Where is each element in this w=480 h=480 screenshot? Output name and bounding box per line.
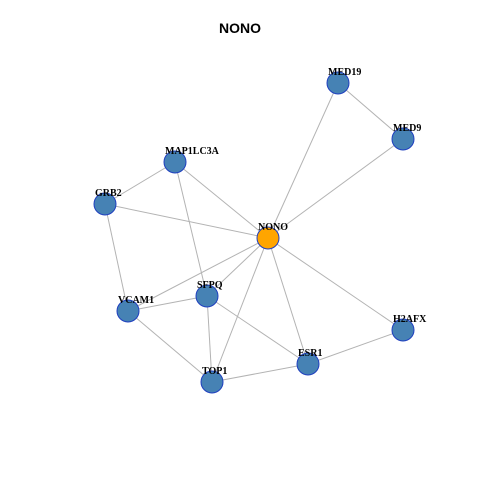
node-label-nono: NONO [258,222,288,233]
node-label-esr1: ESR1 [298,348,322,359]
node-med19 [326,71,350,95]
node-top1 [200,370,224,394]
node-esr1 [296,352,320,376]
node-h2afx [391,318,415,342]
edge-nono-top1 [211,237,269,383]
edge-map1lc3a-nono [174,161,269,239]
edge-map1lc3a-grb2 [104,161,176,205]
edge-map1lc3a-sfpq [174,161,208,297]
edge-med9-nono [267,138,404,239]
node-med9 [391,127,415,151]
edge-h2afx-esr1 [307,329,404,365]
edge-nono-esr1 [267,237,309,365]
node-grb2 [93,192,117,216]
edge-med19-nono [267,82,339,239]
diagram-title: NONO [219,20,261,36]
edge-nono-vcam1 [127,237,269,312]
node-label-top1: TOP1 [202,366,227,377]
node-nono [256,226,280,250]
node-label-med19: MED19 [328,67,361,78]
node-sfpq [195,284,219,308]
edge-sfpq-esr1 [206,295,309,365]
edge-grb2-vcam1 [104,203,129,312]
node-label-grb2: GRB2 [95,188,122,199]
node-label-med9: MED9 [393,123,421,134]
edge-sfpq-top1 [206,295,213,383]
node-label-sfpq: SFPQ [197,280,223,291]
node-label-map1lc3a: MAP1LC3A [165,146,220,157]
edge-esr1-top1 [211,363,309,383]
edge-med19-med9 [337,82,404,140]
edge-nono-sfpq [206,237,269,297]
node-vcam1 [116,299,140,323]
edge-grb2-nono [104,203,269,239]
edge-nono-h2afx [267,237,404,331]
edge-vcam1-top1 [127,310,213,383]
node-map1lc3a [163,150,187,174]
node-label-h2afx: H2AFX [393,314,427,325]
edge-sfpq-vcam1 [127,295,208,312]
node-label-vcam1: VCAM1 [118,295,154,306]
